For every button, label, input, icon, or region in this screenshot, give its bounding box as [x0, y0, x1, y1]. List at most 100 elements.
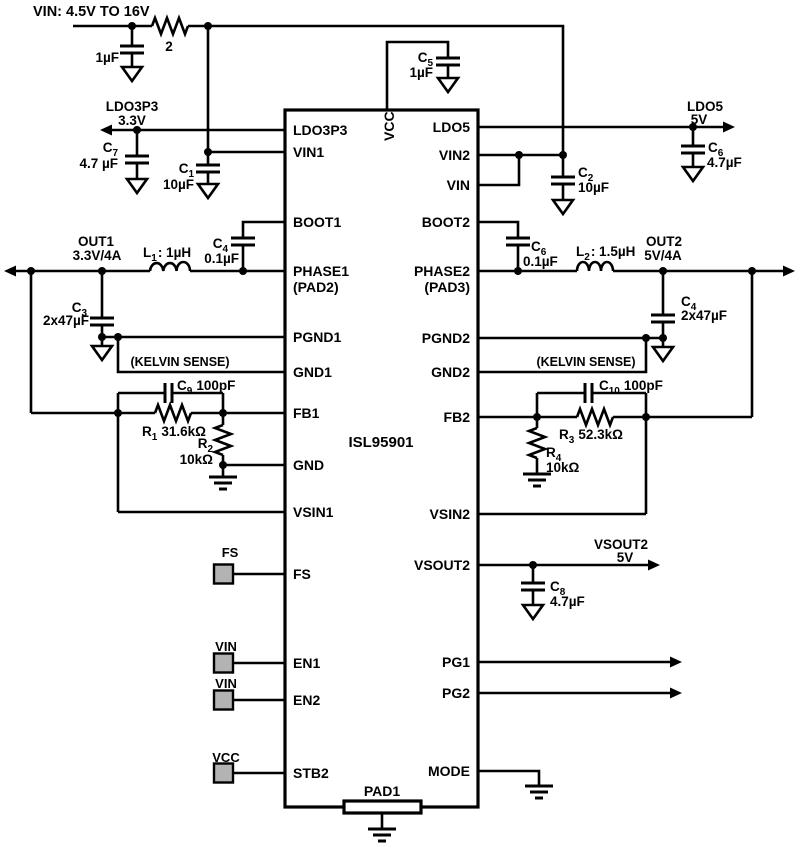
label-c5-ref: C5: [418, 50, 434, 69]
wire-gnd1-kelvin: [116, 337, 285, 374]
net-out1-name: OUT1: [78, 234, 114, 249]
wire-mode: [478, 769, 541, 786]
junction-dot: [559, 151, 567, 159]
ic-pin-vin2: VIN2: [439, 147, 470, 163]
ic-body: [283, 108, 480, 809]
ground-triangle-c6b: [680, 165, 706, 184]
passive-symbols: [90, 14, 705, 592]
label-c8-ref: C8: [550, 579, 566, 598]
label-c7-ref: C7: [103, 140, 119, 159]
ic-pin-vin1: VIN1: [293, 144, 324, 160]
ic-pin-vcc: VCC: [381, 111, 397, 141]
junction-dot: [219, 409, 227, 417]
ic-pin-boot1: BOOT1: [293, 214, 341, 230]
label-c4a-ref: C4: [213, 236, 229, 255]
ic-pin-boot2: BOOT2: [422, 214, 470, 230]
ic-pin-phase2: PHASE2: [414, 263, 470, 279]
ic-pin-gnd2: GND2: [431, 364, 470, 380]
ic-pin-pgnd2: PGND2: [422, 330, 470, 346]
terminal-fs[interactable]: [212, 563, 235, 585]
ground-triangle-c2: [550, 198, 576, 217]
junction-dot: [133, 126, 141, 134]
label-c4a-value: 0.1µF: [204, 251, 239, 266]
junction-dot: [219, 461, 227, 469]
resistor-rin: [150, 14, 190, 38]
junction-dot: [689, 123, 697, 131]
arrow-ldo3p3: [100, 124, 112, 136]
kelvin-sense-label-right: (KELVIN SENSE): [536, 355, 635, 369]
label-c7-value: 4.7 µF: [79, 156, 118, 171]
junction-dot: [27, 267, 35, 275]
ic-pin-ldo5: LDO5: [433, 119, 471, 135]
junction-dot: [114, 409, 122, 417]
wire-boot1-c4a: [241, 220, 285, 271]
label-c6b-value: 4.7µF: [707, 155, 742, 170]
wire-vcc-c5: [385, 40, 450, 110]
ground-bars-pad1: [368, 827, 396, 843]
label-c3-ref: C3: [72, 300, 88, 319]
ic-pin-vsout2: VSOUT2: [414, 557, 470, 573]
terminal-stb2[interactable]: [212, 762, 235, 784]
inductor-l2: [575, 260, 615, 272]
arrow-pg1: [670, 656, 682, 668]
capacitor-c3: [90, 316, 114, 327]
ground-triangle-c7: [124, 177, 150, 196]
junction-dot: [114, 333, 122, 341]
terminal-fs-label: FS: [222, 545, 239, 560]
capacitor-c2: [551, 175, 575, 186]
net-vsout2-name: VSOUT2: [594, 537, 648, 552]
terminal-en2[interactable]: [212, 689, 235, 711]
junction-dot: [515, 151, 523, 159]
ground-symbols: [89, 65, 706, 843]
capacitor-c4b: [651, 313, 675, 324]
ic-pin-fs: FS: [293, 566, 311, 582]
ground-triangle-c8: [520, 603, 546, 622]
ic-pin-ldo3p3: LDO3P3: [293, 122, 348, 138]
ic-pin-vsin2: VSIN2: [430, 506, 471, 522]
capacitor-c10: [583, 383, 594, 403]
wire-vin-jog: [478, 155, 521, 187]
junction-dot: [514, 267, 522, 275]
terminal-stb2-label: VCC: [212, 750, 240, 765]
label-c6a-value: 0.1µF: [523, 254, 558, 269]
junction-dot: [98, 333, 106, 341]
wires: [15, 24, 784, 829]
ic-pin-pad2: (PAD2): [293, 279, 339, 295]
net-ldo5-voltage: 5V: [691, 112, 708, 127]
junction-dot: [128, 22, 136, 30]
wire-boot2-c6a: [478, 220, 520, 271]
ic-left-pin-labels: LDO3P3 VIN1 BOOT1 PHASE1 (PAD2) PGND1 GN…: [293, 122, 349, 781]
capacitor-cin: [120, 44, 144, 55]
ground-bars-gnd: [209, 475, 237, 491]
input-terminals: [212, 563, 235, 784]
vin-supply-label: VIN: 4.5V TO 16V: [33, 4, 150, 20]
junction-dot: [529, 561, 537, 569]
terminal-en1[interactable]: [212, 652, 235, 674]
junction-dot: [533, 413, 541, 421]
capacitor-c6a: [506, 236, 530, 247]
net-ldo3p3-voltage: 3.3V: [118, 113, 146, 128]
arrow-out1: [4, 265, 16, 277]
resistor-r2: [211, 423, 235, 457]
label-c3-value: 2x47µF: [43, 313, 89, 328]
junction-dot: [642, 334, 650, 342]
capacitor-c9: [163, 383, 174, 403]
ic-pin-fb1: FB1: [293, 405, 320, 421]
arrowheads: [4, 121, 795, 699]
junction-dot: [659, 334, 667, 342]
label-c5-value: 1µF: [409, 65, 433, 80]
ground-bars-mode: [525, 784, 553, 800]
junction-dot: [204, 22, 212, 30]
ground-triangle-c3: [89, 344, 115, 363]
ic-pin-gnd1: GND1: [293, 364, 332, 380]
ic-pin-en1: EN1: [293, 655, 320, 671]
ic-pin-vsin1: VSIN1: [293, 504, 334, 520]
junction-dots: [27, 22, 756, 569]
label-l1: L1: 1µH: [143, 245, 191, 264]
wire-vsin2-riser: [478, 393, 648, 516]
junction-dot: [204, 148, 212, 156]
terminal-en2-label: VIN: [215, 676, 237, 691]
arrow-ldo5: [723, 121, 735, 133]
ic-pin-gnd: GND: [293, 457, 324, 473]
